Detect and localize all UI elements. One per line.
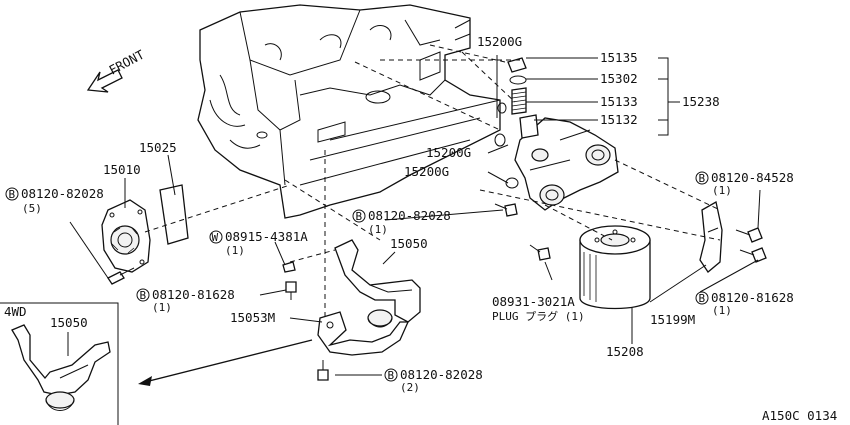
label-15208: 15208 <box>606 344 644 359</box>
label-15010: 15010 <box>103 162 141 177</box>
label-08120-82028-a: 08120-82028 <box>21 186 104 201</box>
label-15200g-mid: 15200G <box>426 145 471 160</box>
oil-strainer-15050 <box>317 239 421 356</box>
bolt-symbol-c: B <box>140 289 147 302</box>
bolt-symbol-a: B <box>9 188 16 201</box>
inset-pointer-arrow <box>138 339 313 386</box>
label-plug: PLUG プラグ (1) <box>492 309 585 323</box>
label-08915-4381a: 08915-4381A <box>225 229 308 244</box>
label-08120-81628-b: 08120-81628 <box>711 290 794 305</box>
label-15053m: 15053M <box>230 310 275 325</box>
diagram-code: A150C 0134 <box>762 408 837 423</box>
front-arrow: FRONT <box>86 47 147 93</box>
bolt-symbol-e: B <box>699 172 706 185</box>
oil-filter-15208 <box>579 225 651 310</box>
label-08120-82028-b: 08120-82028 <box>368 208 451 223</box>
qty-08120-81628-a: (1) <box>152 301 172 314</box>
label-15025: 15025 <box>139 140 177 155</box>
label-15200g-top: 15200G <box>477 34 522 49</box>
label-08931-3021a: 08931-3021A <box>492 294 575 309</box>
oil-pump-gasket-15025 <box>159 184 189 245</box>
inset-title: 4WD <box>4 304 27 319</box>
qty-08120-81628-b: (1) <box>712 304 732 317</box>
qty-08120-84528: (1) <box>712 184 732 197</box>
leader-lines <box>69 55 761 376</box>
bolts-strainer <box>282 261 329 381</box>
label-15132: 15132 <box>600 112 638 127</box>
label-15050: 15050 <box>390 236 428 251</box>
bracket-15199m <box>699 200 723 273</box>
bolt-symbol-b: B <box>356 210 363 223</box>
label-15238: 15238 <box>682 94 720 109</box>
bolt-pump <box>107 267 135 285</box>
washer-symbol: W <box>212 231 219 244</box>
inset-label-15050: 15050 <box>50 315 88 330</box>
qty-08915-4381a: (1) <box>225 244 245 257</box>
bolt-symbol-d: B <box>388 369 395 382</box>
label-08120-84528: 08120-84528 <box>711 170 794 185</box>
qty-08120-82028-b: (1) <box>368 223 388 236</box>
qty-08120-82028-a: (5) <box>22 202 42 215</box>
oil-filter-bracket-15238 <box>514 117 619 211</box>
assembly-lines <box>144 44 721 318</box>
oil-pump-15010 <box>101 199 151 273</box>
engine-block <box>197 4 501 219</box>
front-label: FRONT <box>106 47 147 78</box>
bolt-symbol-f: B <box>699 292 706 305</box>
label-15135: 15135 <box>600 50 638 65</box>
qty-08120-82028-c: (2) <box>400 381 420 394</box>
part-labels: 15200G 15135 15302 15133 15238 15132 152… <box>5 34 794 394</box>
relief-valve-parts <box>494 57 539 189</box>
label-15200g-low: 15200G <box>404 164 449 179</box>
label-15302: 15302 <box>600 71 638 86</box>
inset-4wd: 4WD 15050 <box>0 302 119 425</box>
label-15133: 15133 <box>600 94 638 109</box>
label-15199m: 15199M <box>650 312 695 327</box>
label-08120-82028-c: 08120-82028 <box>400 367 483 382</box>
label-08120-81628-a: 08120-81628 <box>152 287 235 302</box>
bolts-bracket <box>494 203 767 263</box>
